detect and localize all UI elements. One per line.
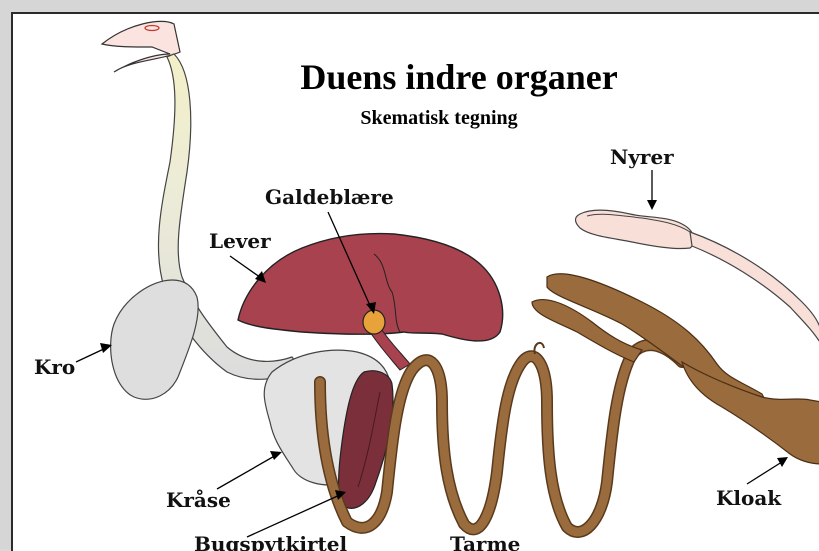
beak-shape [102, 21, 180, 72]
arrowhead-kraase [270, 451, 282, 460]
label-kloak: Kloak [716, 486, 782, 510]
arrowhead-kloak [777, 457, 788, 467]
arrowhead-nyrer [647, 200, 657, 210]
page-subtitle: Skematisk tegning [360, 107, 517, 129]
label-kraase: Kråse [166, 488, 231, 512]
arrow-kloak [747, 460, 785, 484]
ureter-shape [690, 232, 819, 344]
kidney-shape [576, 210, 695, 248]
diagram-canvas: Duens indre organer Skematisk tegning Ga… [11, 12, 819, 551]
crop-shape [111, 280, 199, 399]
label-nyrer: Nyrer [610, 145, 674, 169]
arrow-bugspytkirtel [247, 494, 342, 537]
anatomy-diagram: Duens indre organer Skematisk tegning Ga… [13, 14, 819, 551]
label-tarme: Tarme [450, 532, 520, 551]
label-galdeblaere: Galdeblære [265, 185, 394, 209]
arrow-kraase [217, 454, 278, 489]
caeca-shape [547, 274, 767, 404]
label-kro: Kro [34, 355, 75, 379]
label-lever: Lever [209, 229, 271, 253]
label-bugspytkirtel: Bugspytkirtel [194, 532, 347, 551]
cloaca-shape [682, 362, 819, 464]
page-title: Duens indre organer [300, 57, 617, 97]
